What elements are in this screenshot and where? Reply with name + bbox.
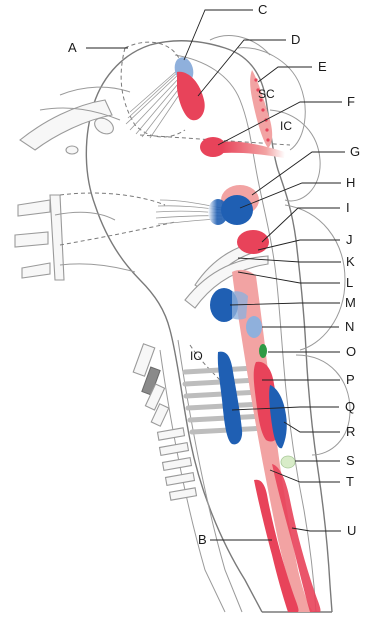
label-I: I xyxy=(346,200,350,215)
label-R: R xyxy=(346,424,355,439)
label-N: N xyxy=(345,319,354,334)
label-F: F xyxy=(347,94,355,109)
nucleus-O xyxy=(259,344,267,358)
label-Q: Q xyxy=(345,399,355,414)
nucleus-J xyxy=(237,230,269,254)
label-H: H xyxy=(346,175,355,190)
label-O: O xyxy=(346,344,356,359)
label-SC: SC xyxy=(258,87,275,101)
fiber-fan-A xyxy=(126,68,185,138)
label-S: S xyxy=(346,453,355,468)
label-IC: IC xyxy=(280,119,292,133)
label-A: A xyxy=(68,40,77,55)
label-U: U xyxy=(347,523,356,538)
label-P: P xyxy=(346,372,355,387)
label-K: K xyxy=(346,254,355,269)
nucleus-S xyxy=(281,456,295,468)
label-B: B xyxy=(198,532,207,547)
label-C: C xyxy=(258,2,267,17)
label-M: M xyxy=(345,295,356,310)
nucleus-N xyxy=(246,316,262,338)
label-G: G xyxy=(350,144,360,159)
label-E: E xyxy=(318,59,327,74)
label-L: L xyxy=(346,275,353,290)
label-J: J xyxy=(346,232,353,247)
label-T: T xyxy=(346,474,354,489)
nucleus-D xyxy=(177,72,205,120)
label-IO: IO xyxy=(190,349,203,363)
brainstem-outline xyxy=(86,36,350,612)
label-D: D xyxy=(291,32,300,47)
